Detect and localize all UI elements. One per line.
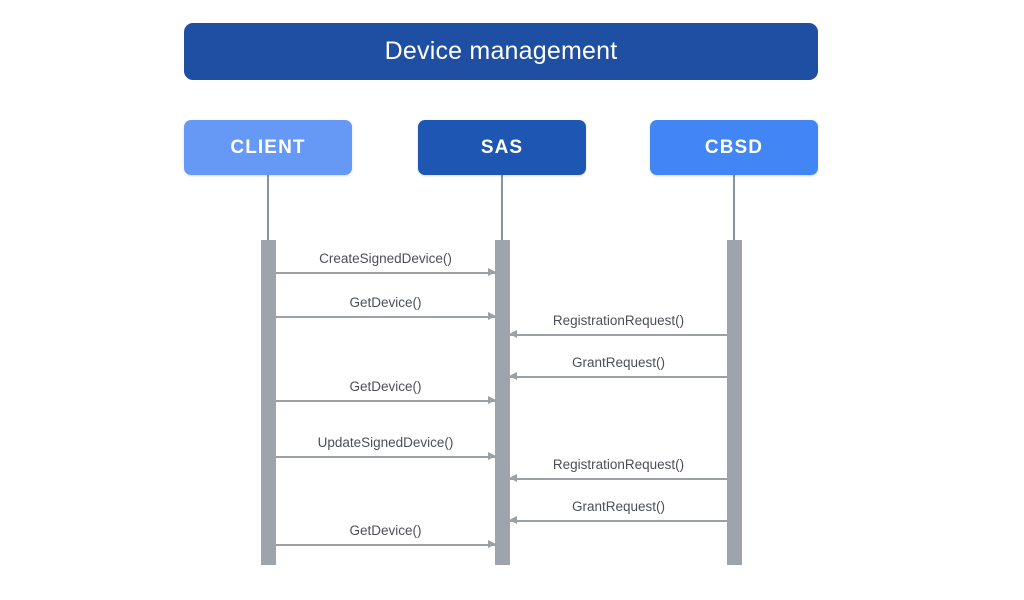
message-line	[276, 544, 495, 546]
message-line	[276, 316, 495, 318]
message-grant-request-2[interactable]: GrantRequest()	[509, 499, 727, 525]
participant-cbsd[interactable]: CBSD	[650, 120, 818, 175]
arrowhead-left-icon	[509, 516, 517, 525]
message-line	[276, 272, 495, 274]
message-label: GetDevice()	[349, 523, 422, 538]
activation-bar-client	[261, 240, 276, 565]
message-label: RegistrationRequest()	[552, 457, 685, 472]
message-line	[510, 334, 727, 336]
lifeline-client	[267, 175, 269, 240]
message-line	[510, 478, 727, 480]
arrowhead-left-icon	[509, 474, 517, 483]
message-line	[276, 400, 495, 402]
activation-bar-sas	[495, 240, 510, 565]
arrowhead-right-icon	[488, 268, 496, 277]
arrowhead-right-icon	[488, 312, 496, 321]
message-label: GetDevice()	[349, 295, 422, 310]
message-label: GetDevice()	[349, 379, 422, 394]
message-get-device-3[interactable]: GetDevice()	[276, 523, 496, 549]
message-line	[510, 376, 727, 378]
message-label: UpdateSignedDevice()	[317, 435, 454, 450]
message-label: CreateSignedDevice()	[319, 251, 452, 266]
arrowhead-left-icon	[509, 372, 517, 381]
message-grant-request-1[interactable]: GrantRequest()	[509, 355, 727, 381]
message-registration-request-2[interactable]: RegistrationRequest()	[509, 457, 727, 483]
message-registration-request-1[interactable]: RegistrationRequest()	[509, 313, 727, 339]
participant-sas-label: SAS	[480, 136, 524, 158]
lifeline-cbsd	[733, 175, 735, 240]
page-title: Device management	[384, 37, 618, 65]
diagram-title-banner: Device management	[184, 23, 818, 80]
arrowhead-right-icon	[488, 396, 496, 405]
arrowhead-right-icon	[488, 452, 496, 461]
participant-cbsd-label: CBSD	[704, 136, 764, 158]
arrowhead-left-icon	[509, 330, 517, 339]
message-label: GrantRequest()	[571, 499, 666, 514]
message-line	[510, 520, 727, 522]
participant-sas[interactable]: SAS	[418, 120, 586, 175]
message-line	[276, 456, 495, 458]
activation-bar-cbsd	[727, 240, 742, 565]
message-label: RegistrationRequest()	[552, 313, 685, 328]
message-get-device-1[interactable]: GetDevice()	[276, 295, 496, 321]
participant-client[interactable]: CLIENT	[184, 120, 352, 175]
message-create-signed-device[interactable]: CreateSignedDevice()	[276, 251, 496, 277]
participant-client-label: CLIENT	[230, 136, 306, 158]
message-update-signed-device[interactable]: UpdateSignedDevice()	[276, 435, 496, 461]
message-label: GrantRequest()	[571, 355, 666, 370]
message-get-device-2[interactable]: GetDevice()	[276, 379, 496, 405]
lifeline-sas	[501, 175, 503, 240]
arrowhead-right-icon	[488, 540, 496, 549]
